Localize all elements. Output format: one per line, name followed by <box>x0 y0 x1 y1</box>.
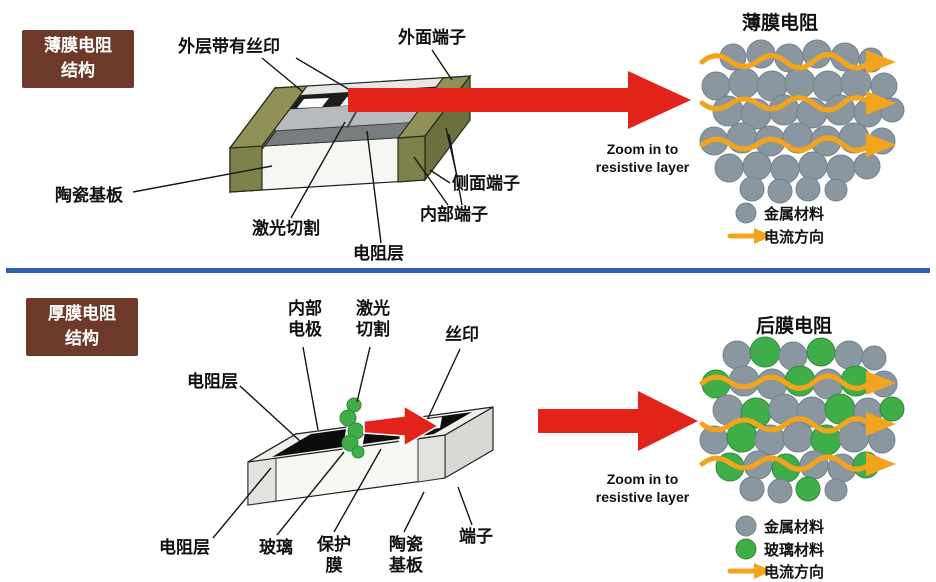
thin-film-legend-markers <box>727 202 772 244</box>
legend-current-label: 电流方向 <box>764 229 825 246</box>
zoom-note-thick: Zoom in to resistive layer <box>595 471 690 506</box>
label-ceramic-substrate: 陶瓷 基板 <box>389 535 423 576</box>
thick-film-legend-markers <box>727 515 772 579</box>
thick-film-micro-title: 后膜电阻 <box>756 316 833 337</box>
label-outer-silkscreen: 外层带有丝印 <box>178 37 280 56</box>
thin-film-pointer-lines <box>132 49 463 244</box>
zoom-arrow-thick-icon <box>538 391 698 451</box>
glass-particle-icon <box>735 538 757 560</box>
zoom-note-thin: Zoom in to resistive layer <box>595 141 690 176</box>
label-inner-electrode: 内部 电极 <box>288 299 322 340</box>
label-resistive-layer: 电阻层 <box>159 538 210 557</box>
label-resistive-layer: 电阻层 <box>187 372 238 391</box>
section-divider <box>6 268 930 273</box>
label-glass: 玻璃 <box>259 538 293 557</box>
zoom-arrow-thin-icon <box>348 71 691 129</box>
thin-film-current-arrows <box>699 50 896 157</box>
thick-film-section-header: 厚膜电阻 结构 <box>26 298 138 356</box>
thick-film-chip-drawing <box>247 397 494 507</box>
label-side-terminal: 侧面端子 <box>452 174 520 193</box>
legend-metal-label: 金属材料 <box>764 206 825 223</box>
label-inner-terminal: 内部端子 <box>420 205 488 224</box>
thick-film-current-arrows <box>699 371 896 476</box>
label-laser-cut: 激光 切割 <box>356 299 390 340</box>
thin-film-section-header: 薄膜电阻 结构 <box>22 30 134 88</box>
chip-cut-arrow-icon <box>363 404 440 448</box>
metal-particle-icon <box>735 515 757 537</box>
label-resistive-layer: 电阻层 <box>353 244 404 263</box>
thick-film-pointer-lines <box>212 346 473 539</box>
label-outer-terminal: 外面端子 <box>398 28 466 47</box>
legend-current-label: 电流方向 <box>764 564 825 581</box>
metal-particle-icon <box>735 202 757 224</box>
label-laser-cut: 激光切割 <box>252 219 320 238</box>
label-silkscreen: 丝印 <box>445 325 479 344</box>
legend-metal-label: 金属材料 <box>764 519 825 536</box>
label-terminal: 端子 <box>459 527 493 546</box>
legend-glass-label: 玻璃材料 <box>764 542 825 559</box>
label-ceramic-substrate: 陶瓷基板 <box>55 186 123 205</box>
thin-film-micro-title: 薄膜电阻 <box>742 13 819 34</box>
label-protective-film: 保护 膜 <box>317 535 351 576</box>
